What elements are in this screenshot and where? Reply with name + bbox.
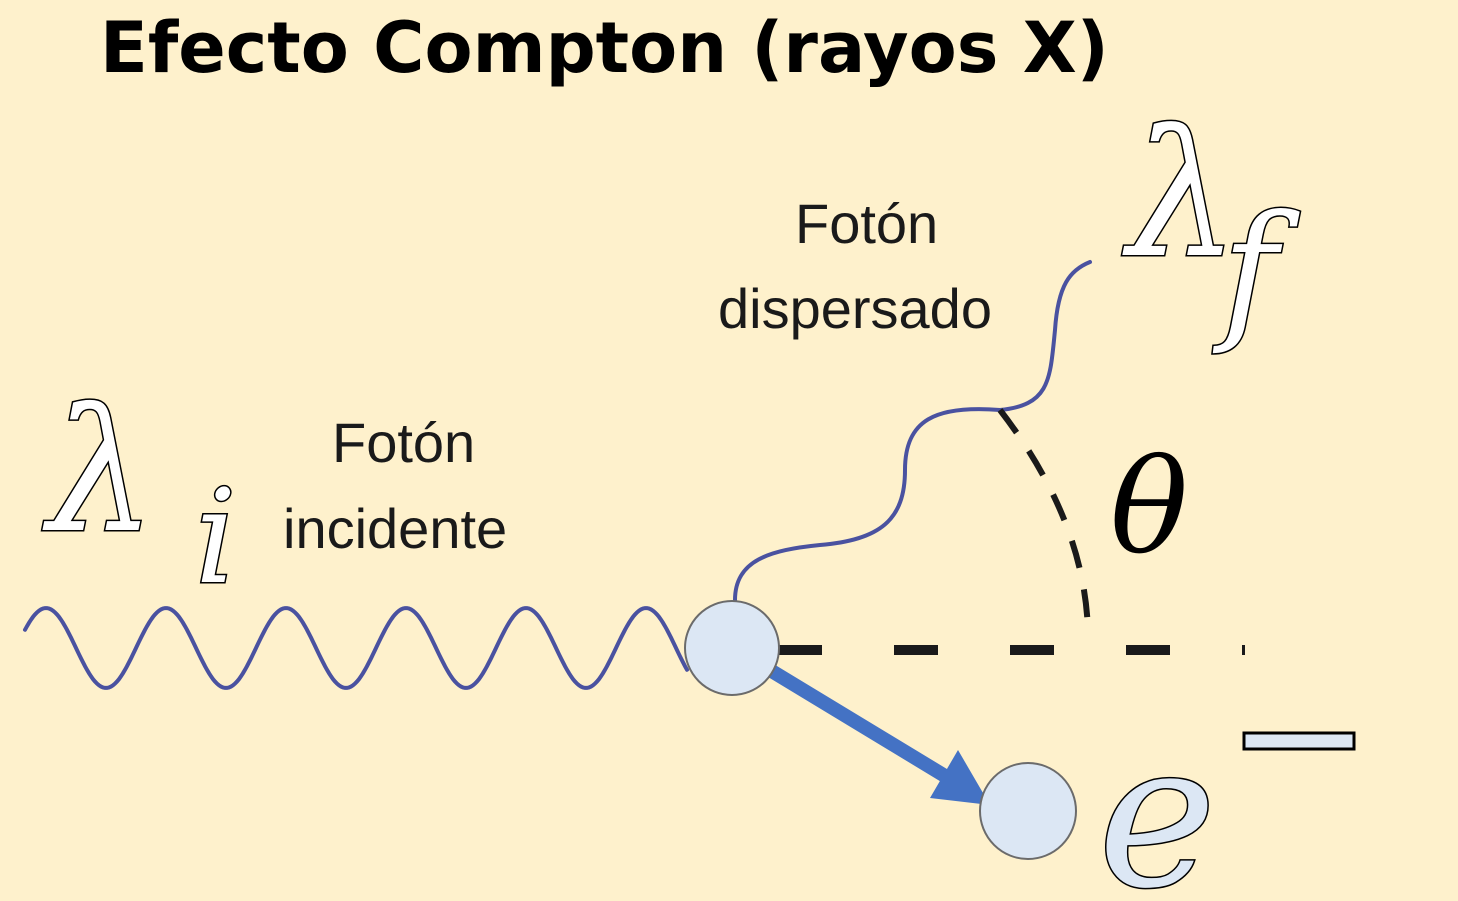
lambda-final-subscript: f xyxy=(1212,184,1300,358)
angle-arc xyxy=(997,408,1091,633)
collision-electron xyxy=(684,600,780,696)
lambda-initial-subscript: i xyxy=(195,461,237,613)
lambda-initial-symbol: λ xyxy=(42,373,156,571)
incident-photon-label-line2: incidente xyxy=(283,497,507,560)
theta-angle-symbol: θ xyxy=(1110,431,1188,583)
page-title: Efecto Compton (rayos X) xyxy=(100,7,1109,89)
lambda-final-symbol: λ xyxy=(1122,94,1239,297)
scattered-photon-label-line1: Fotón xyxy=(795,192,938,255)
scattered-photon-label-line2: dispersado xyxy=(718,277,992,340)
incident-photon-wave xyxy=(23,606,689,690)
electron-symbol: e xyxy=(1098,700,1216,901)
scattered-photon-wave xyxy=(733,260,1092,602)
electron-recoil-arrowhead xyxy=(930,750,990,805)
electron-charge-minus xyxy=(1242,731,1356,751)
recoil-electron xyxy=(979,762,1077,860)
incident-photon-label-line1: Fotón xyxy=(332,411,475,474)
electron-recoil-arrow-shaft xyxy=(763,663,952,783)
